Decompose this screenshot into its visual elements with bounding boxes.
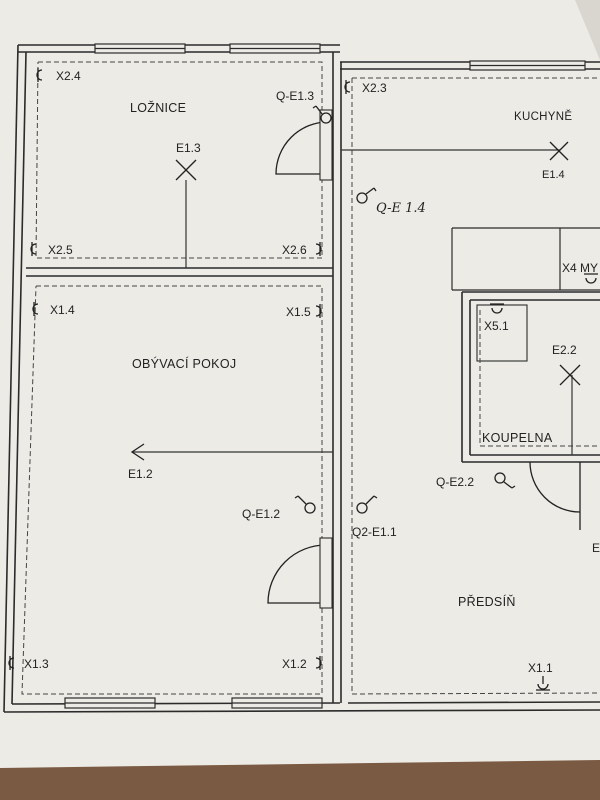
doors: [267, 109, 581, 609]
paper-fold: [575, 0, 600, 60]
socket-x25-label: X2.5: [48, 243, 73, 257]
switch-q2e11-label: Q2-E1.1: [352, 525, 397, 539]
dashed-lines: [21, 61, 600, 695]
room-koupelna-label: KOUPELNA: [482, 431, 553, 445]
socket-x14-label: X1.4: [50, 303, 75, 317]
socket-x13-label: X1.3: [24, 657, 49, 671]
room-loznice-label: LOŽNICE: [130, 100, 186, 115]
inner-walls: [26, 52, 600, 703]
socket-x24-label: X2.4: [56, 69, 81, 83]
socket-x12-label: X1.2: [282, 657, 307, 671]
light-e12-label: E1.2: [128, 467, 153, 481]
socket-x4-label: X4 MY: [562, 261, 598, 275]
socket-x51-label: X5.1: [484, 319, 509, 333]
socket-x15-label: X1.5: [286, 305, 311, 319]
light-e12-icon: [130, 443, 145, 461]
light-e22-icon: [559, 364, 581, 386]
room-obyvaci-label: OBÝVACÍ POKOJ: [132, 356, 236, 371]
switch-qe13-label: Q-E1.3: [276, 89, 314, 103]
socket-x11-label: X1.1: [528, 661, 553, 675]
paper-sheet: [0, 0, 600, 768]
socket-x26-label: X2.6: [282, 243, 307, 257]
room-kuchyne-label: KUCHYNĚ: [514, 110, 572, 123]
light-e13-icon: [175, 159, 197, 181]
switch-qe12-label: Q-E1.2: [242, 507, 280, 521]
socket-x23-label: X2.3: [362, 81, 387, 95]
wiring: [132, 149, 573, 455]
switch-qe14-label: Q-E 1.4: [376, 201, 426, 216]
light-e13-label: E1.3: [176, 141, 201, 155]
switch-qe22-label: Q-E2.2: [436, 475, 474, 489]
light-e14-icon: [549, 141, 569, 161]
room-predsin-label: PŘEDSÍŇ: [458, 594, 516, 609]
socket-icons: [8, 68, 598, 691]
light-e22-label: E2.2: [552, 343, 577, 357]
light-e-cut-label: E: [592, 541, 600, 555]
switch-icons: [294, 105, 516, 514]
outer-walls: [3, 43, 600, 713]
light-e14-label: E1.4: [542, 169, 565, 181]
